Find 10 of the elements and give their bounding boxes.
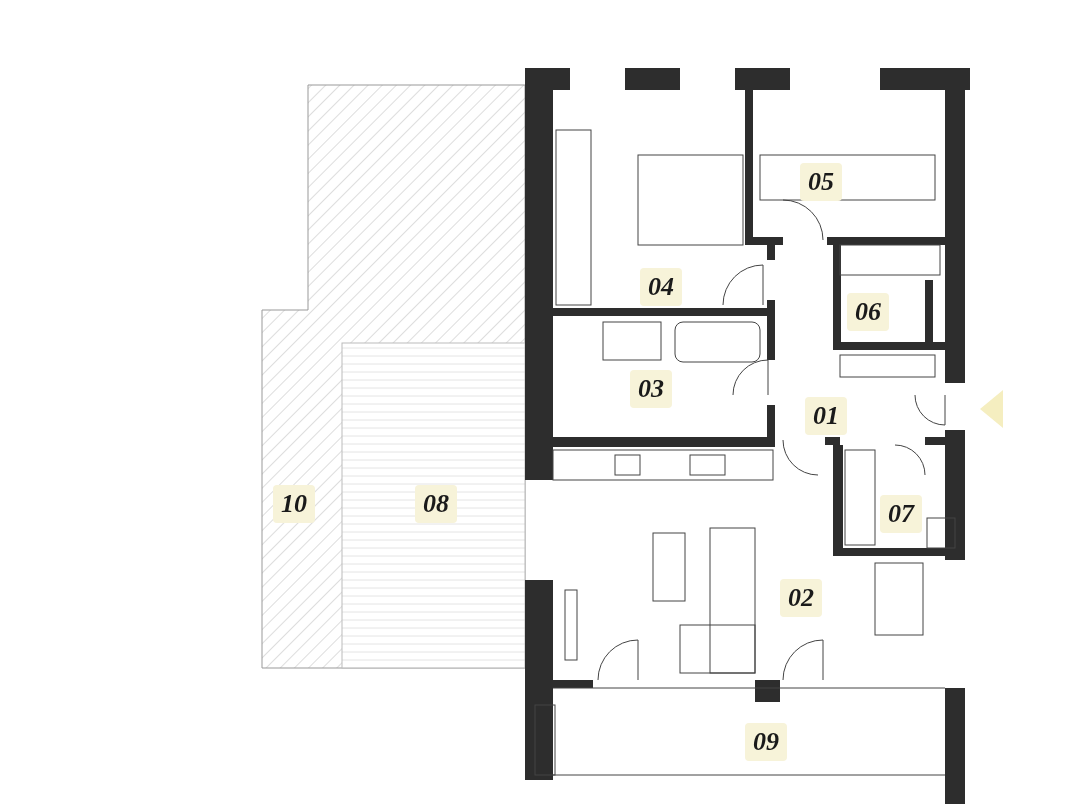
room-number: 04 (640, 268, 682, 306)
room-number: 02 (780, 579, 822, 617)
room-number: 08 (415, 485, 457, 523)
room-number: 10 (273, 485, 315, 523)
room-number: 01 (805, 397, 847, 435)
room-number: 06 (847, 293, 889, 331)
room-number: 09 (745, 723, 787, 761)
room-number: 03 (630, 370, 672, 408)
room-number: 07 (880, 495, 922, 533)
room-number: 05 (800, 163, 842, 201)
